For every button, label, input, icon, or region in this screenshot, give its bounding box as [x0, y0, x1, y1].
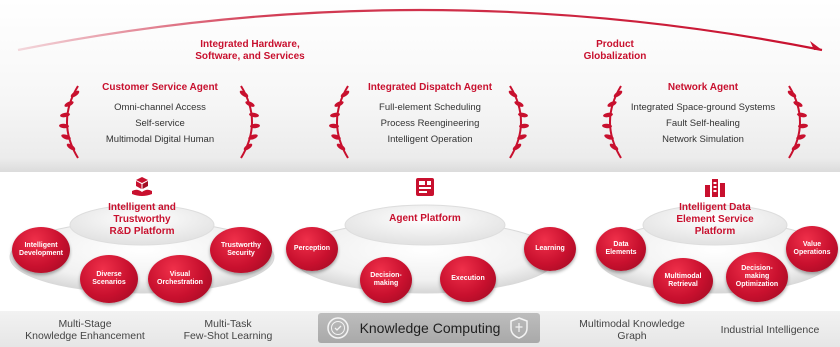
- agent-item: Integrated Space-ground Systems: [630, 102, 776, 113]
- agent-items: Omni-channel Access Self-service Multimo…: [70, 100, 250, 148]
- agent-box-icon: [416, 178, 434, 196]
- arc-label-right: Product Globalization: [560, 39, 670, 63]
- agent-title: Customer Service Agent: [102, 82, 218, 93]
- platform-title: Agent Platform: [375, 213, 475, 225]
- laurel-left-icon: [329, 85, 350, 159]
- platform-title: Intelligent Data Element Service Platfor…: [660, 202, 770, 238]
- node-line: Development: [19, 250, 63, 257]
- agent-item: Multimodal Digital Human: [105, 134, 215, 145]
- node-line: Optimization: [735, 281, 779, 288]
- agent-items: Full-element Scheduling Process Reengine…: [340, 100, 520, 148]
- seal-icon: [327, 317, 349, 339]
- platform-disc-top: [344, 204, 506, 246]
- knowledge-item-line: Few-Shot Learning: [183, 330, 273, 342]
- platform-node: Learning: [524, 227, 576, 271]
- node-line: making: [373, 280, 399, 287]
- arc-label-left: Integrated Hardware, Software, and Servi…: [180, 39, 320, 63]
- agent-item: Network Simulation: [662, 134, 744, 145]
- laurel-right-icon: [787, 85, 808, 159]
- laurel-right-icon: [239, 85, 260, 159]
- platform-title-line: Trustworthy: [113, 214, 171, 225]
- node-line: Scenarios: [92, 279, 126, 286]
- platform-title-line: Platform: [694, 226, 736, 237]
- platform-node: Perception: [286, 227, 338, 271]
- shield-icon: [510, 317, 528, 339]
- knowledge-computing-box: [318, 313, 540, 343]
- agent-item: Fault Self-healing: [666, 118, 740, 129]
- agent-item: Intelligent Operation: [387, 134, 473, 145]
- agent-items: Integrated Space-ground Systems Fault Se…: [613, 100, 793, 148]
- laurel-left-icon: [602, 85, 623, 159]
- knowledge-item-line: Multimodal Knowledge: [579, 318, 685, 330]
- node-line: Retrieval: [668, 281, 698, 288]
- agent-title: Network Agent: [667, 82, 739, 93]
- agent-item: Omni-channel Access: [114, 102, 206, 113]
- node-line: Diverse: [96, 271, 122, 278]
- node-line: Multimodal: [664, 273, 702, 280]
- node-line: Visual: [169, 271, 191, 278]
- node-line: Data: [613, 241, 629, 248]
- node-line: Security: [227, 250, 255, 257]
- node-line: Execution: [451, 275, 485, 282]
- node-line: Orchestration: [157, 279, 203, 286]
- knowledge-item: Multi-Task Few-Shot Learning: [168, 318, 288, 342]
- platform-title-line: R&D Platform: [109, 226, 175, 237]
- agent-item: Self-service: [135, 118, 185, 129]
- knowledge-item-line: Industrial Intelligence: [720, 324, 820, 336]
- platform-disc-top: [69, 204, 215, 246]
- knowledge-item-line: Knowledge Enhancement: [25, 330, 145, 342]
- knowledge-item-line: Graph: [617, 330, 647, 342]
- node-line: Operations: [793, 249, 831, 256]
- data-bars-icon: [705, 179, 725, 197]
- platform-title: Intelligent and Trustworthy R&D Platform: [92, 202, 192, 238]
- node-line: Decision-: [741, 265, 773, 272]
- node-line: Value: [802, 241, 822, 248]
- node-line: making: [744, 273, 770, 280]
- agent-item: Full-element Scheduling: [379, 102, 481, 113]
- node-line: Intelligent: [24, 242, 58, 249]
- agent-item: Process Reengineering: [380, 118, 480, 129]
- growth-arc: [17, 8, 823, 52]
- arc-label-right-line2: Globalization: [583, 51, 647, 62]
- knowledge-computing-label: Knowledge Computing: [359, 320, 501, 336]
- knowledge-item-line: Multi-Stage: [58, 318, 112, 330]
- agent-title: Integrated Dispatch Agent: [367, 82, 493, 93]
- platform-node: Decision-making: [360, 257, 412, 303]
- node-line: Elements: [605, 249, 637, 256]
- knowledge-item-line: Multi-Task: [204, 318, 252, 330]
- laurel-left-icon: [59, 85, 80, 159]
- platform-title-line: Intelligent Data: [679, 202, 751, 213]
- platform-title-line: Intelligent and: [108, 202, 176, 213]
- node-line: Trustworthy: [220, 242, 262, 249]
- knowledge-item: Multimodal Knowledge Graph: [562, 318, 702, 342]
- hand-with-cube-icon: [132, 177, 152, 196]
- platform-node: Execution: [440, 256, 496, 302]
- arc-label-right-line1: Product: [596, 39, 634, 50]
- node-line: Decision-: [370, 272, 402, 279]
- platform-title-line: Element Service: [676, 214, 754, 225]
- node-line: Learning: [535, 245, 565, 252]
- arc-label-left-line1: Integrated Hardware,: [200, 39, 300, 50]
- arc-label-left-line2: Software, and Services: [195, 51, 305, 62]
- platform-title-line: Agent Platform: [389, 213, 461, 224]
- knowledge-item: Multi-Stage Knowledge Enhancement: [10, 318, 160, 342]
- knowledge-item: Industrial Intelligence: [705, 324, 835, 336]
- laurel-right-icon: [508, 85, 529, 159]
- platform-disc-top: [642, 204, 788, 246]
- node-line: Perception: [293, 245, 331, 252]
